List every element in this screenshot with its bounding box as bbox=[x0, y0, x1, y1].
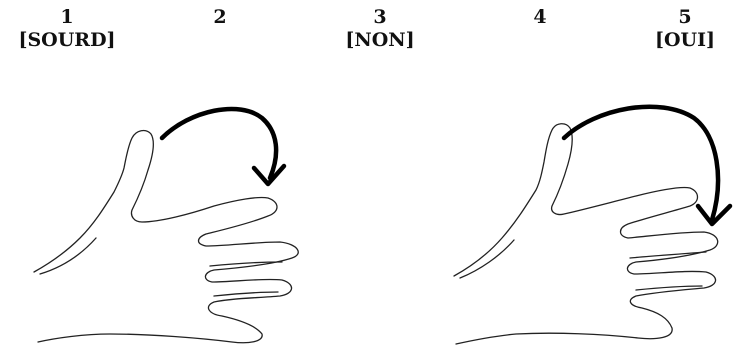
right-hand-outline bbox=[454, 124, 718, 344]
right-arm-upper-edge bbox=[454, 124, 718, 344]
right-palm-line bbox=[460, 240, 514, 278]
right-finger-crease-1 bbox=[630, 252, 706, 258]
